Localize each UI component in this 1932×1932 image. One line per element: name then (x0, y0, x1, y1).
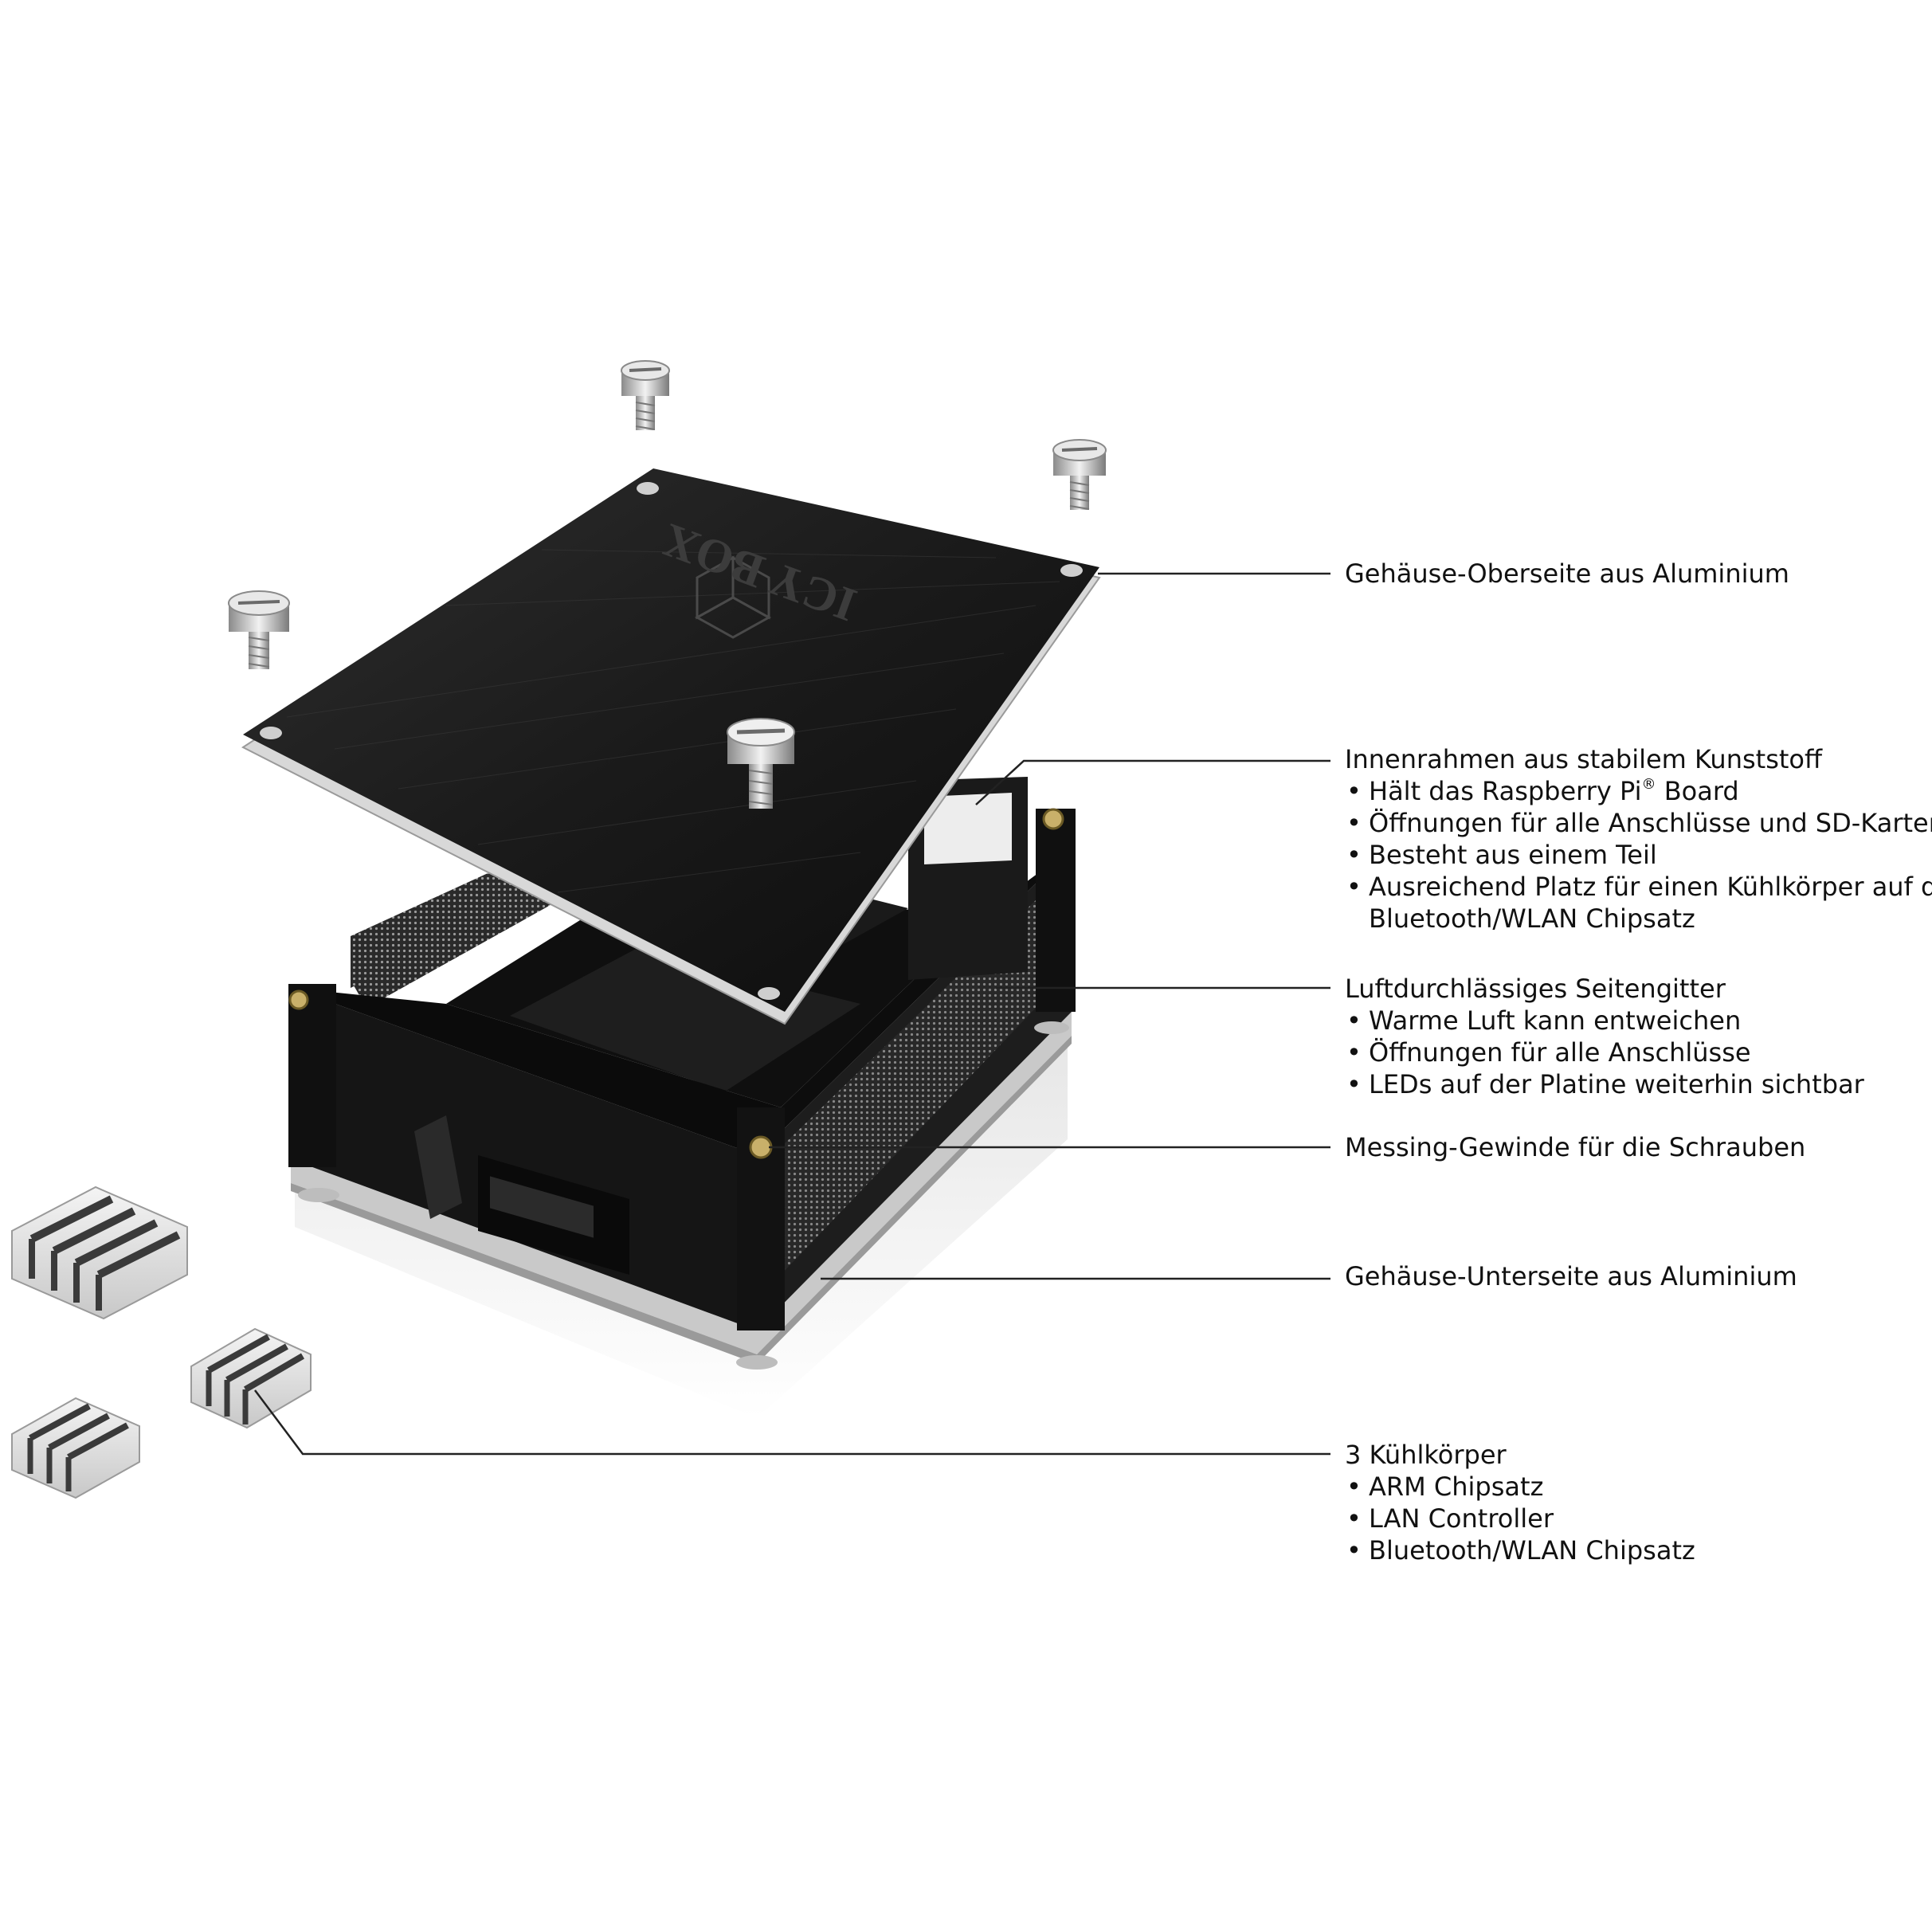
list-item: Ausreichend Platz für einen Kühlkörper a… (1345, 871, 1932, 903)
leader-line-inner-frame (975, 759, 1330, 805)
label-top-cover-title: Gehäuse-Oberseite aus Aluminium (1345, 558, 1789, 589)
label-inner-frame: Innenrahmen aus stabilem Kunststoff Hält… (1345, 743, 1932, 935)
label-bottom-cover-title: Gehäuse-Unterseite aus Aluminium (1345, 1261, 1797, 1291)
label-side-grid: Luftdurchlässiges Seitengitter Warme Luf… (1345, 973, 1926, 1100)
heatsink-medium-icon (190, 1327, 312, 1429)
label-side-grid-title: Luftdurchlässiges Seitengitter (1345, 974, 1726, 1004)
screw-icon (727, 718, 795, 809)
screw-icon (1052, 439, 1107, 510)
label-heatsinks-list: ARM Chipsatz LAN Controller Bluetooth/WL… (1345, 1471, 1926, 1566)
label-inner-frame-title: Innenrahmen aus stabilem Kunststoff (1345, 744, 1823, 774)
label-brass-threads-title: Messing-Gewinde für die Schrauben (1345, 1132, 1806, 1162)
label-brass-threads: Messing-Gewinde für die Schrauben (1345, 1131, 1926, 1163)
list-item: Besteht aus einem Teil (1345, 839, 1926, 871)
label-bottom-cover: Gehäuse-Unterseite aus Aluminium (1345, 1260, 1926, 1292)
list-item-continuation: Bluetooth/WLAN Chipsatz (1369, 903, 1695, 934)
label-inner-frame-list: Hält das Raspberry Pi® Board Öffnungen f… (1345, 775, 1932, 935)
brass-threads (288, 808, 1064, 1159)
list-item: Öffnungen für alle Anschlüsse (1345, 1037, 1926, 1068)
list-item: ARM Chipsatz (1345, 1471, 1926, 1503)
screw-icon (621, 360, 670, 430)
top-cover-plate: ICY BOX (241, 468, 1101, 1025)
case-reflection (295, 1036, 1068, 1418)
list-item: Bluetooth/WLAN Chipsatz (1345, 1534, 1926, 1566)
bottom-aluminium-plate (291, 1012, 1072, 1364)
screws (228, 360, 1107, 809)
leader-lines (254, 572, 1330, 1456)
case-base (288, 777, 1076, 1370)
heatsink-large-icon (11, 1185, 188, 1320)
list-item: Öffnungen für alle Anschlüsse und SD-Kar… (1345, 807, 1932, 839)
heatsink-small-icon (11, 1397, 140, 1499)
list-item: LAN Controller (1345, 1503, 1926, 1534)
list-item: Warme Luft kann entweichen (1345, 1005, 1926, 1037)
label-side-grid-list: Warme Luft kann entweichen Öffnungen für… (1345, 1005, 1926, 1100)
screw-icon (228, 590, 290, 669)
list-item: LEDs auf der Platine weiterhin sichtbar (1345, 1068, 1926, 1100)
list-item: Hält das Raspberry Pi® Board (1345, 775, 1926, 807)
label-heatsinks-title: 3 Kühlkörper (1345, 1440, 1507, 1470)
label-heatsinks: 3 Kühlkörper ARM Chipsatz LAN Controller… (1345, 1439, 1926, 1566)
leader-line-heatsinks (254, 1389, 1330, 1456)
cube-logo-icon (694, 555, 772, 639)
label-top-cover: Gehäuse-Oberseite aus Aluminium (1345, 558, 1926, 590)
heatsinks (11, 1185, 312, 1499)
